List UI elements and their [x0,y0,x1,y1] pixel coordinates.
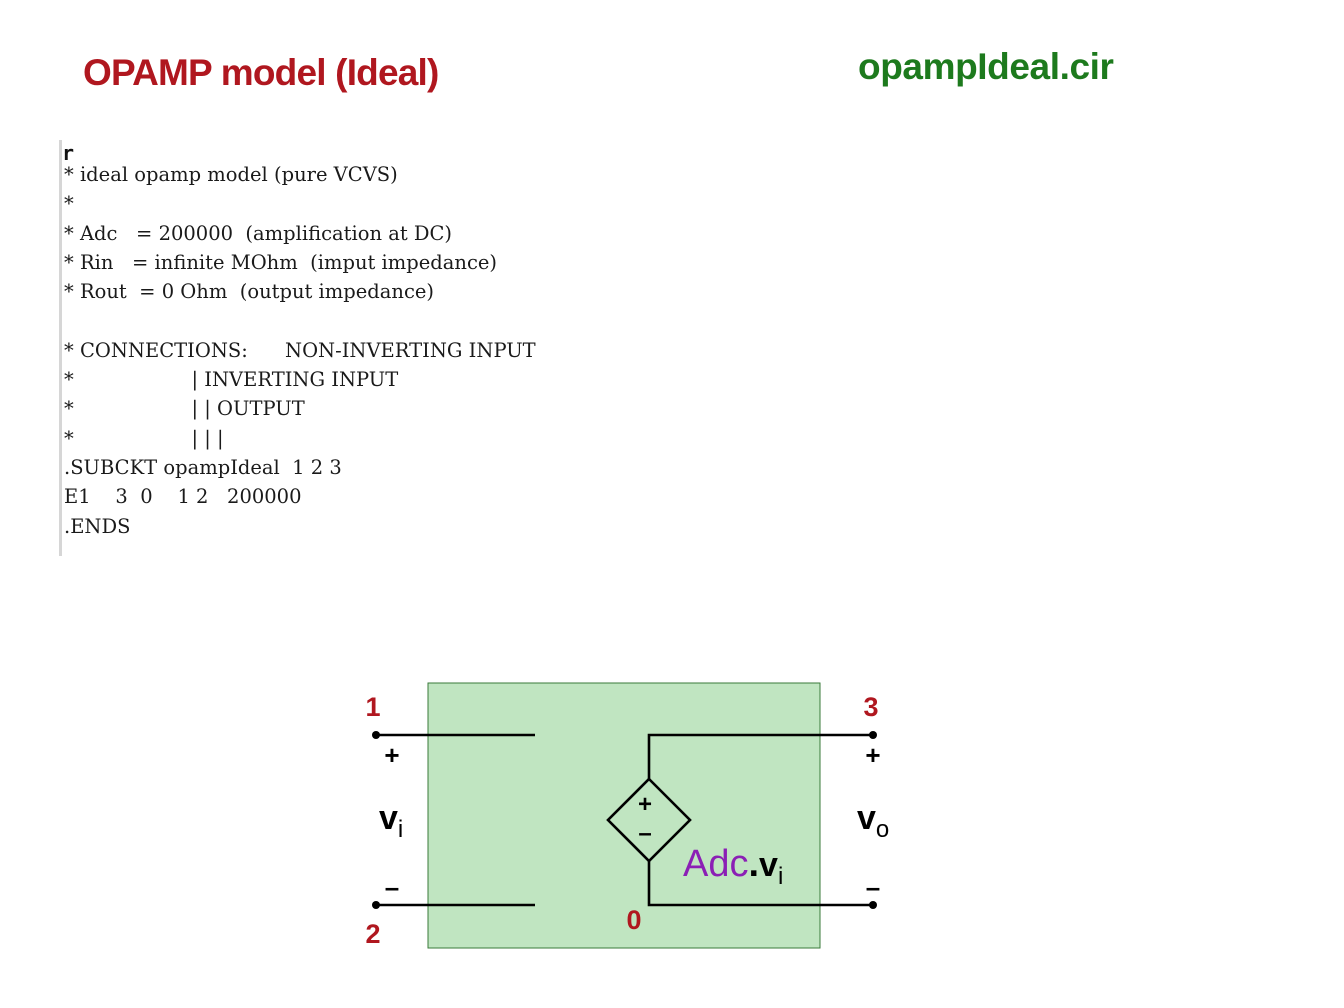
netlist-line: E1 3 0 1 2 200000 [64,485,302,509]
netlist-line: * CONNECTIONS: NON-INVERTING INPUT [64,338,536,362]
netlist-line: * | | OUTPUT [64,397,305,421]
output-minus-sign: – [866,872,880,902]
output-wire-bottom [647,861,873,907]
gain-expression: Adc.vi [683,843,783,890]
gain-dot: . [748,843,759,885]
input-voltage-label: vi [379,799,403,843]
input-plus-sign: + [384,740,399,770]
vo-subscript: o [876,816,889,843]
source-minus-sign: – [638,820,651,847]
netlist-line: * | INVERTING INPUT [64,368,399,392]
input-minus-sign: – [385,872,399,902]
terminal-1-dot [372,731,380,739]
output-wire-top [647,733,873,779]
netlist-line: .ENDS [64,514,131,538]
output-plus-sign: + [865,740,880,770]
dependent-voltage-source-icon [606,777,692,863]
netlist-code: * ideal opamp model (pure VCVS) * * Adc … [64,160,536,541]
netlist-line: * Rout = 0 Ohm (output impedance) [64,280,435,304]
node-label-2: 2 [365,919,380,949]
terminal-3-dot [869,731,877,739]
vi-subscript: i [778,863,783,890]
v-symbol: v [379,799,398,837]
model-box [427,682,821,949]
netlist-line: .SUBCKT opampIdeal 1 2 3 [64,455,342,479]
node-label-1: 1 [365,692,380,722]
gain-label: Adc [683,843,748,885]
netlist-line: * | | | [64,426,224,450]
netlist-line: * Adc = 200000 (amplification at DC) [64,221,453,245]
slide-title: OPAMP model (Ideal) [83,52,439,93]
vi-subscript: i [398,816,403,843]
netlist-panel: r * ideal opamp model (pure VCVS) * * Ad… [59,140,662,556]
v-symbol: v [759,846,778,884]
node-label-0: 0 [626,905,641,935]
node-label-3: 3 [863,692,878,722]
netlist-line: * Rin = infinite MOhm (imput impedance) [64,250,498,274]
netlist-filename: opampIdeal.cir [858,46,1114,87]
terminal-0-dot [869,901,877,909]
output-voltage-label: vo [857,799,889,843]
text-cursor: r [62,141,75,165]
terminal-2-dot [372,901,380,909]
netlist-line: * ideal opamp model (pure VCVS) [64,163,398,186]
netlist-line: * [64,192,74,216]
v-symbol: v [857,799,876,837]
source-plus-sign: + [638,791,652,818]
